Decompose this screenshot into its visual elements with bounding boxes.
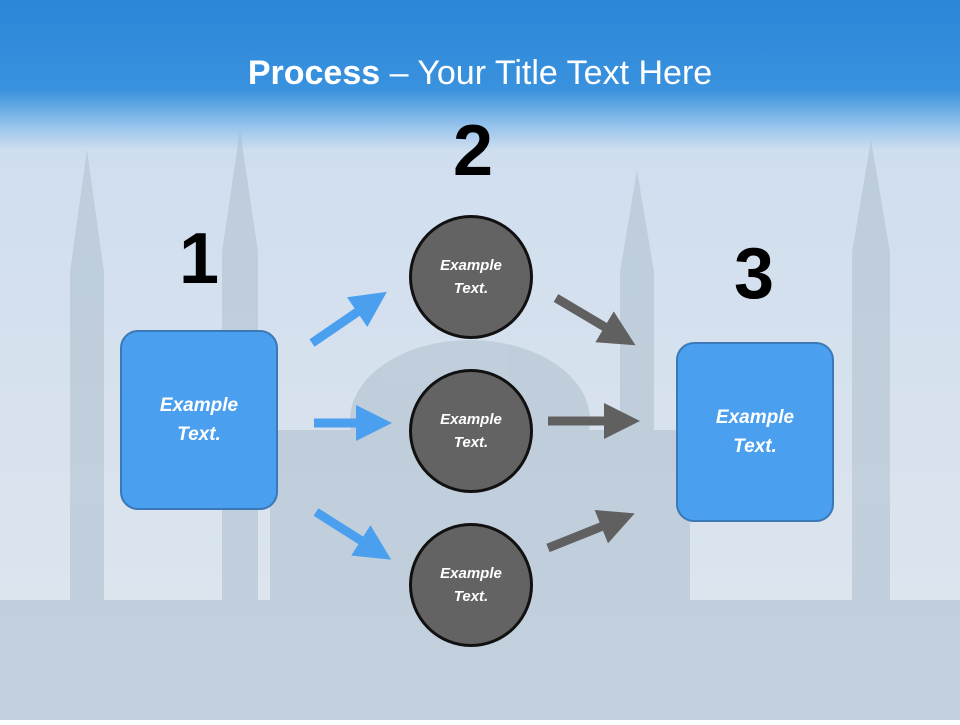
- step-3-text-line2: Text.: [733, 436, 777, 457]
- step-3-text-line1: Example: [715, 407, 795, 428]
- step-1-text-line1: Example: [159, 395, 239, 416]
- step-1-text-line2: Text.: [177, 424, 221, 445]
- step-number-1: 1: [178, 219, 220, 299]
- circle-center-line2: Text.: [453, 434, 489, 451]
- title-bold: Process: [247, 54, 381, 92]
- circle-bottom-line1: Example: [440, 565, 502, 582]
- step-number-3: 3: [733, 234, 775, 314]
- gray-arrow-down: [553, 294, 636, 346]
- title-banner: [0, 0, 960, 150]
- circle-bottom-line2: Text.: [453, 588, 489, 605]
- title-rest: – Your Title Text Here: [380, 54, 713, 92]
- blue-arrow-down: [313, 508, 392, 560]
- step-number-2: 2: [452, 111, 494, 191]
- circle-top-line2: Text.: [453, 280, 489, 297]
- blue-arrow-up: [309, 291, 387, 347]
- circle-top-line1: Example: [440, 257, 502, 274]
- gray-arrow-up: [546, 509, 635, 553]
- circle-center-line1: Example: [440, 411, 502, 428]
- slide-title: Process – Your Title Text Here: [0, 54, 960, 93]
